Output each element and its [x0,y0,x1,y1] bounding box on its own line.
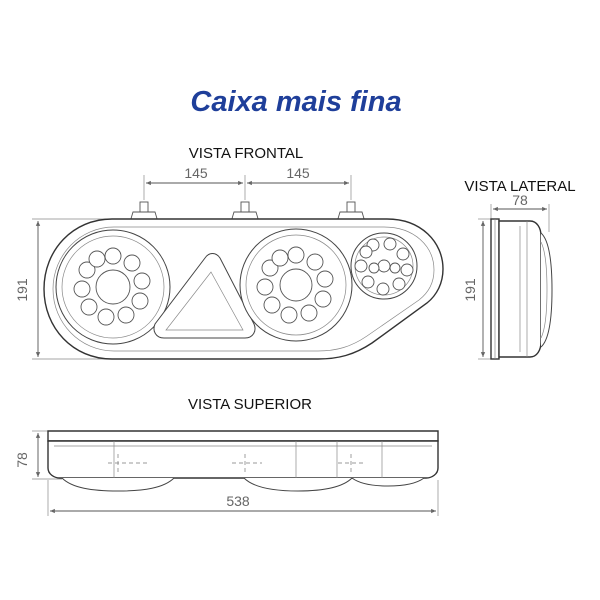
left-lamp-lens [55,229,171,345]
dim-top-depth: 78 [14,452,30,468]
overall-length-dimension: 538 [47,480,439,516]
top-view: VISTA SUPERIOR 78 [14,396,439,516]
middle-lamp-lens [239,228,353,342]
side-height-dimension: 191 [462,218,493,360]
left-center-led [95,269,131,305]
front-height-dimension: 191 [14,218,108,360]
right-led-cluster [354,237,414,296]
dim-front-height: 191 [14,278,30,302]
top-depth-dimension: 78 [14,430,62,480]
lamp-housing-inner-outline [52,226,435,352]
triangle-reflector [153,253,256,339]
mount-spacing-dimension: 145 145 [143,165,352,200]
left-led-ring [73,247,151,326]
side-view-label: VISTA LATERAL [464,178,575,195]
dim-side-height: 191 [462,278,478,302]
front-view: VISTA FRONTAL 145 145 191 [14,145,444,360]
side-depth-dimension: 78 [490,192,550,232]
middle-center-led [279,268,313,302]
dim-spacing-left: 145 [184,165,208,181]
side-profile [490,218,553,360]
side-view: VISTA LATERAL 78 191 [462,178,576,360]
drawing-title: Caixa mais fina [190,86,401,118]
dim-spacing-right: 145 [286,165,310,181]
front-view-label: VISTA FRONTAL [189,145,303,162]
middle-led-ring [256,246,334,324]
mounting-studs [129,201,366,223]
dim-side-depth: 78 [512,192,528,208]
top-profile [47,430,439,492]
top-view-label: VISTA SUPERIOR [188,396,312,413]
right-lamp-lens [350,232,418,300]
dim-overall-length: 538 [226,493,250,509]
